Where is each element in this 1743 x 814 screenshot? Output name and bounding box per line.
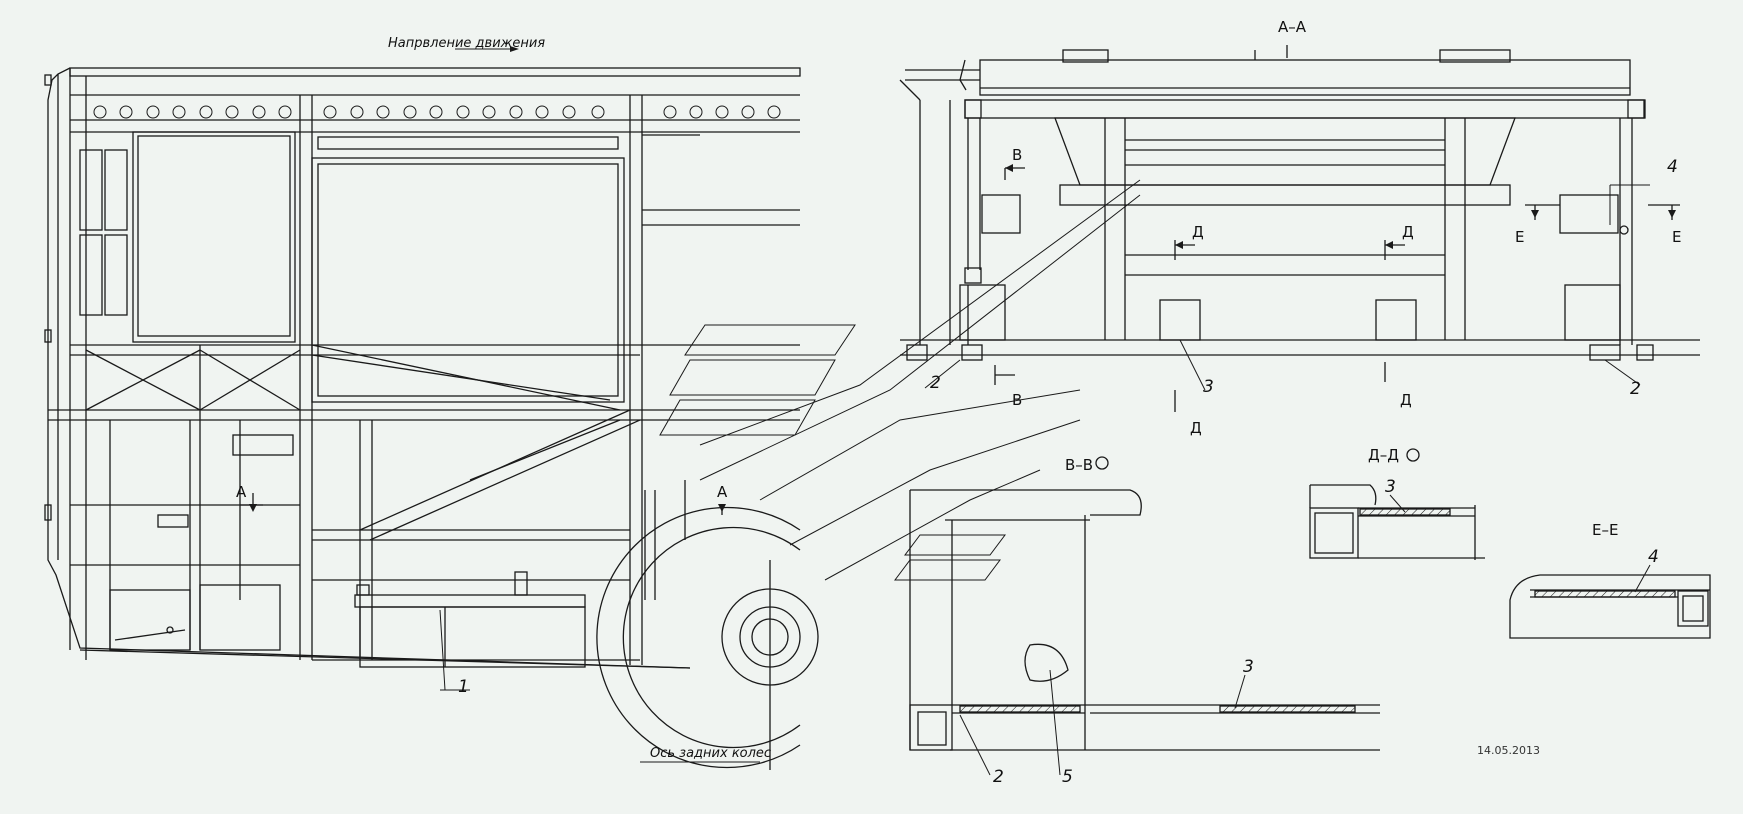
callout-5-bb: 5 <box>1062 767 1073 787</box>
cut-label-e-right: Е <box>1672 228 1681 246</box>
section-aa <box>899 49 1700 361</box>
cut-label-b-top: В <box>1012 146 1022 164</box>
section-dd <box>1309 448 1485 560</box>
callout-4-ee: 4 <box>1648 547 1659 567</box>
drawing-date: 14.05.2013 <box>1477 744 1540 757</box>
section-bb <box>909 456 1380 751</box>
section-title-ee: Е–Е <box>1592 521 1618 539</box>
section-title-bb: В–В <box>1065 456 1093 474</box>
callout-4-aa: 4 <box>1667 157 1678 177</box>
callout-1: 1 <box>458 677 469 697</box>
cut-label-a-right: А <box>717 483 728 501</box>
axle-label: Ось задних колес <box>650 746 771 761</box>
cut-label-b-bottom: В <box>1012 391 1022 409</box>
callout-3-aa: 3 <box>1203 377 1214 397</box>
section-title-dd: Д–Д <box>1368 446 1399 464</box>
callout-leaders <box>439 184 1651 776</box>
callout-2-aa-left: 2 <box>930 373 941 393</box>
direction-label: Напрвление движения <box>388 36 545 51</box>
cut-label-d-left-bottom: Д <box>1190 419 1202 437</box>
cut-label-d-right-bottom: Д <box>1400 391 1412 409</box>
cut-label-d-right-top: Д <box>1402 223 1414 241</box>
callout-3-dd: 3 <box>1385 477 1396 497</box>
rear-wheel <box>596 506 819 770</box>
cut-label-e-left: Е <box>1515 228 1524 246</box>
arrowheads <box>249 46 1676 512</box>
section-title-aa: А–А <box>1278 18 1307 36</box>
section-leaders <box>659 179 1141 581</box>
callout-3-bb: 3 <box>1243 657 1254 677</box>
cut-label-a-left: А <box>236 483 247 501</box>
callout-2-aa-right: 2 <box>1630 379 1641 399</box>
cut-marks-aa <box>240 45 1680 515</box>
text-layer: Напрвление движения Ось задних колес А–А… <box>236 18 1681 787</box>
callout-2-bb: 2 <box>993 767 1004 787</box>
section-ee <box>1509 574 1711 639</box>
cut-label-d-left-top: Д <box>1192 223 1204 241</box>
side-view-frame <box>44 67 801 669</box>
